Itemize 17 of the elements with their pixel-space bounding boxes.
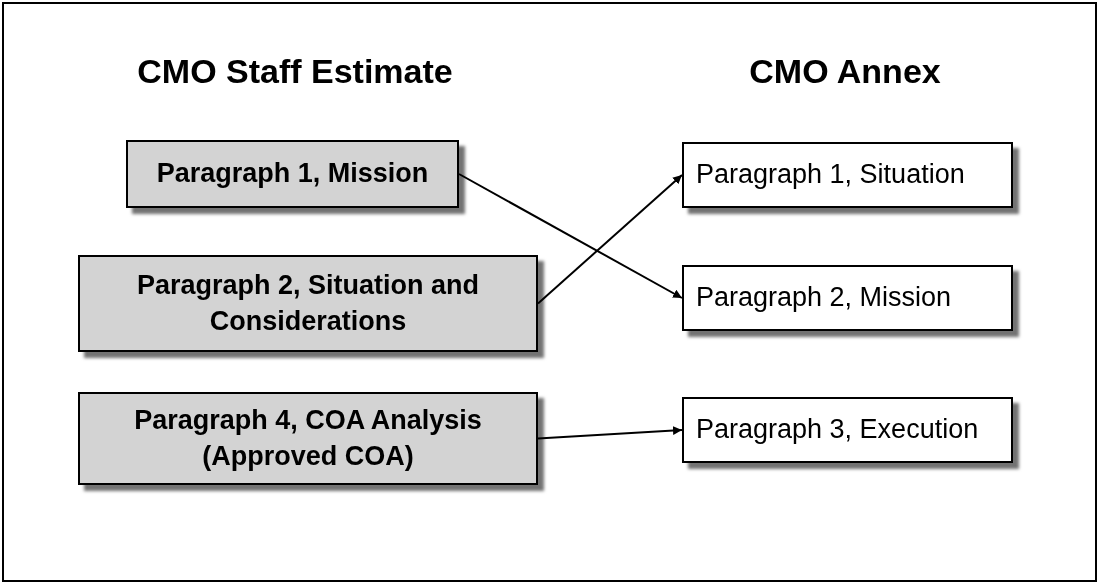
paragraph-box (78, 392, 538, 485)
paragraph-box (682, 265, 1013, 331)
column-heading: CMO Annex (748, 51, 942, 92)
box-text: Paragraph 4, COA Analysis (Approved COA) (133, 404, 483, 473)
box-text: Paragraph 1, Situation (696, 158, 965, 192)
paragraph-box (682, 397, 1013, 463)
box-text: Paragraph 1, Mission (156, 157, 429, 191)
column-heading: CMO Staff Estimate (136, 51, 454, 92)
arrow (537, 426, 683, 440)
box-text: Paragraph 2, Mission (696, 281, 952, 315)
paragraph-box (682, 142, 1013, 208)
arrow (537, 174, 683, 305)
paragraph-box (78, 255, 538, 352)
paragraph-box (126, 140, 459, 208)
arrow (458, 173, 683, 299)
box-text: Paragraph 2, Situation and Considerations (136, 269, 480, 338)
box-text: Paragraph 3, Execution (696, 413, 979, 447)
